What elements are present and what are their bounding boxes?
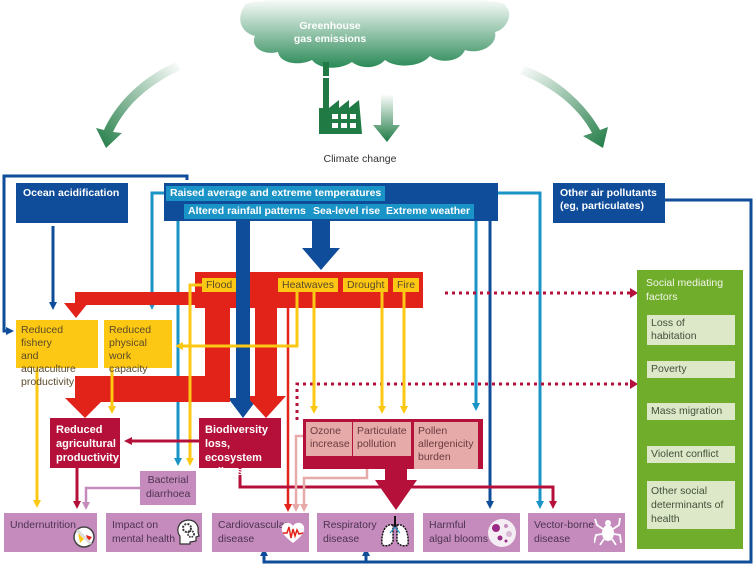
social-item-other-determinants: Other social determinants of health <box>647 481 735 529</box>
biodiv-line: loss, ecosystem <box>205 438 262 464</box>
air-pollutants-line: (eg, particulates) <box>560 200 645 212</box>
cloud-label-line: Greenhouse <box>299 20 361 32</box>
outcome-cardiovascular: Cardiovascular disease <box>212 513 309 552</box>
work-line: physical work <box>109 337 147 362</box>
curved-arrow-right-icon <box>520 66 608 148</box>
yellow-connectors <box>33 283 408 508</box>
outcome-algal-blooms: Harmful algal blooms <box>423 513 520 552</box>
outcome-label: Harmful <box>429 519 466 531</box>
navy-connectors <box>2 174 753 564</box>
ozone-line: increase <box>310 438 350 450</box>
outcome-label: algal blooms <box>429 533 488 545</box>
outcome-vector-borne: Vector-borne disease <box>528 513 625 552</box>
hazard-extreme-weather-label: Extreme weather <box>382 204 475 219</box>
air-quality-box: Ozone increase Particulate pollution Pol… <box>303 419 483 469</box>
work-line: capacity <box>109 363 148 375</box>
pollen-line: burden <box>418 451 451 463</box>
diarrhoea-line: Bacterial <box>147 474 189 486</box>
bacterial-diarrhoea-box: Bacterial diarrhoea <box>140 471 196 505</box>
event-flood-label: Flood <box>202 278 237 292</box>
particulate-line: pollution <box>357 438 397 450</box>
agri-line: productivity <box>56 452 119 464</box>
tick-icon <box>594 517 622 546</box>
dotted-arrowhead-1 <box>630 288 638 298</box>
outcome-label: mental health <box>112 533 176 545</box>
lilac-connector <box>82 486 140 510</box>
ozone-line: Ozone <box>310 425 341 437</box>
algae-cells-icon <box>488 519 516 547</box>
event-drought-label: Drought <box>343 278 389 292</box>
hazard-temperatures-label: Raised average and extreme temperatures <box>166 186 386 201</box>
outcome-label: Undernutrition <box>10 519 76 531</box>
head-gears-icon <box>177 519 200 545</box>
food-plate-icon <box>73 526 95 548</box>
cloud-label-line: gas emissions <box>293 33 367 45</box>
outcome-label: Vector-borne <box>534 519 595 531</box>
heart-pulse-icon <box>281 522 305 543</box>
curved-arrow-left-icon <box>96 62 180 148</box>
lungs-icon <box>381 516 409 547</box>
outcome-respiratory: Respiratory disease <box>317 513 414 552</box>
emissions-cloud-icon <box>240 0 510 68</box>
fishery-line: Reduced fishery <box>21 324 64 349</box>
social-item-poverty: Poverty <box>647 361 735 378</box>
climate-change-label: Climate change <box>323 153 397 165</box>
work-line: Reduced <box>109 324 152 336</box>
outcome-label: Respiratory <box>323 519 377 531</box>
social-title-line: factors <box>646 291 678 303</box>
diarrhoea-line: diarrhoea <box>146 488 191 500</box>
ocean-acidification-box: Ocean acidification <box>16 183 128 223</box>
air-pollutants-box: Other air pollutants (eg, particulates) <box>553 183 665 223</box>
fishery-line: productivity <box>21 376 75 388</box>
factory-icon <box>319 62 362 134</box>
air-pollutants-line: Other air pollutants <box>560 187 657 199</box>
biodiv-line: Biodiversity <box>205 424 268 436</box>
crimson-bottom-arrow <box>375 463 417 510</box>
climate-hazards-box: Raised average and extreme temperatures … <box>164 183 498 221</box>
physical-work-capacity-box: Reduced physical work capacity <box>104 320 172 375</box>
hazard-sea-level-label: Sea-level rise <box>309 204 385 219</box>
outcome-label: disease <box>534 533 571 545</box>
outcome-undernutrition: Undernutrition <box>4 513 97 552</box>
particulate-line: Particulate <box>357 425 407 437</box>
event-fire-label: Fire <box>393 278 420 292</box>
social-item-loss-of-habitation: Loss of habitation <box>647 315 735 345</box>
biodiversity-loss-box: Biodiversity loss, ecosystem collapse, p… <box>199 418 281 492</box>
climate-change-arrow-icon <box>373 94 400 142</box>
agricultural-productivity-box: Reduced agricultural productivity <box>50 418 120 468</box>
agri-line: Reduced <box>56 424 103 436</box>
pollen-burden-label: Pollen allergenicity burden <box>414 422 478 469</box>
dotted-arrowhead-2 <box>630 379 638 389</box>
event-heatwaves-label: Heatwaves <box>278 278 338 292</box>
particulate-pollution-label: Particulate pollution <box>353 422 411 456</box>
outcome-mental-health: Impact on mental health <box>106 513 202 552</box>
social-item-violent-conflict: Violent conflict <box>647 446 735 463</box>
outcome-label: Cardiovascular <box>218 519 289 531</box>
outcome-label: Impact on <box>112 519 159 531</box>
dotted-connectors <box>295 291 630 420</box>
fishery-line: and aquaculture <box>21 350 76 375</box>
cloud-label: Greenhouse gas emissions <box>290 20 370 46</box>
social-mediating-factors-panel: Social mediating factors Loss of habitat… <box>637 270 743 549</box>
social-item-mass-migration: Mass migration <box>647 403 735 420</box>
outcome-label: disease <box>323 533 360 545</box>
outcome-label: disease <box>218 533 255 545</box>
fishery-productivity-box: Reduced fishery and aquaculture producti… <box>16 320 98 388</box>
biodiv-line: collapse, pests <box>205 466 253 492</box>
pollen-line: allergenicity <box>418 438 474 450</box>
social-title-line: Social mediating <box>646 277 724 289</box>
hazard-rainfall-label: Altered rainfall patterns <box>184 204 310 219</box>
agri-line: agricultural <box>56 438 116 450</box>
ocean-acidification-label: Ocean acidification <box>23 187 120 199</box>
pollen-line: Pollen <box>418 425 448 437</box>
ozone-increase-label: Ozone increase <box>306 422 352 456</box>
